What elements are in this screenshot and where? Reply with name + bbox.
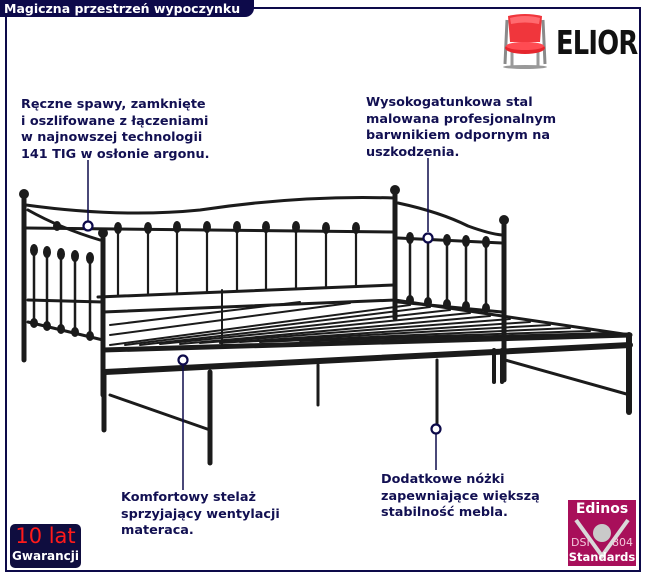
callout-line: stabilność mebla.: [381, 505, 508, 520]
callout-line: sprzyjający wentylacji: [121, 506, 280, 522]
content-frame: [5, 7, 641, 572]
callout-line: barwnikiem odpornym na: [366, 128, 550, 143]
callout-welds: Ręczne spawy, zamknięte i oszlifowane z …: [21, 97, 209, 163]
callout-line: w najnowszej technologii: [21, 130, 203, 145]
page-title: Magiczna przestrzeń wypoczynku: [0, 0, 255, 17]
callout-line: Komfortowy stelaż: [121, 490, 256, 505]
edinos-title: Edinos: [575, 501, 629, 517]
v-check-icon: [574, 518, 630, 560]
callout-legs: Dodatkowe nóżki zapewniające większą sta…: [381, 472, 540, 522]
warranty-years: 10 lat: [15, 524, 76, 548]
callout-steel: Wysokogatunkowa stal malowana profesjona…: [366, 95, 556, 161]
edinos-standards-badge: Edinos DSI 804 Standards: [568, 500, 636, 566]
callout-line: Ręczne spawy, zamknięte: [21, 97, 206, 112]
callout-line: malowana profesjonalnym: [366, 111, 557, 127]
edinos-number: 804: [612, 536, 633, 549]
callout-line: Wysokogatunkowa stal: [366, 95, 533, 110]
callout-line: 141 TIG w osłonie argonu.: [21, 146, 210, 162]
red-chair-icon: [503, 14, 547, 69]
brand-name: ELIOR: [556, 23, 638, 62]
edinos-standards: Standards: [568, 550, 636, 564]
callout-line: Dodatkowe nóżki: [381, 472, 505, 487]
warranty-badge: 10 lat Gwarancji: [10, 524, 81, 568]
edinos-dsi: DSI: [571, 536, 590, 549]
callout-line: uszkodzenia.: [366, 144, 460, 160]
warranty-label: Gwarancji: [12, 549, 79, 563]
callout-line: i oszlifowane z łączeniami: [21, 113, 209, 129]
callout-line: zapewniające większą: [381, 488, 540, 504]
callout-line: materaca.: [121, 523, 194, 538]
callout-frame: Komfortowy stelaż sprzyjający wentylacji…: [121, 490, 280, 540]
